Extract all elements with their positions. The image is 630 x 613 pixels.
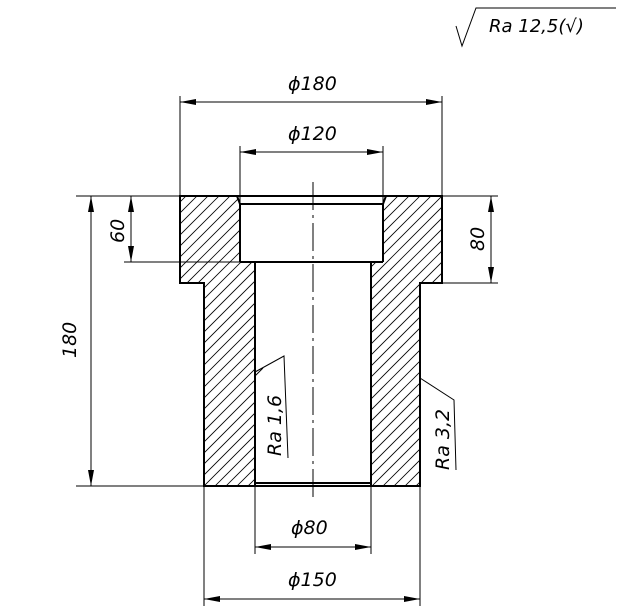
dim-overall-height-text: 180 <box>59 322 81 358</box>
hatch-line <box>180 196 255 486</box>
hatch-line <box>371 196 442 486</box>
dim-counterbore-depth-text: 60 <box>107 219 129 243</box>
hatch-line <box>428 196 442 486</box>
dim-bore: ϕ80 <box>254 486 372 554</box>
dim-counterbore-depth: 60 <box>107 195 240 263</box>
hatch-line <box>371 196 442 486</box>
dim-outer-top-text: ϕ180 <box>288 73 337 95</box>
dim-overall-height: 180 <box>59 195 204 487</box>
dim-outer-top: ϕ180 <box>179 73 443 196</box>
hatch-line <box>371 196 442 486</box>
hatch-line <box>180 196 255 486</box>
hatch-line <box>180 196 248 486</box>
dim-flange-height: 80 <box>420 195 498 284</box>
general-roughness-text: Ra 12,5(√) <box>489 16 584 37</box>
dim-bore-text: ϕ80 <box>291 517 328 539</box>
dim-bore-top-text: ϕ120 <box>288 123 337 145</box>
dim-outer-lower-text: ϕ150 <box>288 569 337 591</box>
hatch-line <box>180 196 237 486</box>
roughness-bore-text: Ra 1,6 <box>264 395 286 456</box>
hatch-line <box>180 196 255 486</box>
hatch-line <box>180 196 255 486</box>
hatch-line <box>180 196 255 486</box>
roughness-bore: Ra 1,6 <box>254 355 289 459</box>
section-hatching <box>0 190 442 495</box>
roughness-outer: Ra 3,2 <box>419 377 457 471</box>
hatch-line <box>371 196 442 486</box>
hatch-line <box>205 196 255 486</box>
hatch-line <box>371 196 442 486</box>
hatch-line <box>371 196 442 486</box>
hatch-line <box>371 196 442 486</box>
hatch-line <box>180 196 255 486</box>
dim-outer-lower: ϕ150 <box>203 486 421 606</box>
hatch-line <box>180 196 255 486</box>
hatch-line <box>180 196 255 486</box>
hatch-line <box>371 196 442 486</box>
hatch-line <box>371 196 442 486</box>
hatch-line <box>183 196 255 486</box>
hatch-line <box>384 196 442 486</box>
hatch-line <box>180 196 255 486</box>
hatch-line <box>180 196 255 486</box>
roughness-outer-text: Ra 3,2 <box>432 409 454 470</box>
hatch-line <box>180 196 193 486</box>
hatch-line <box>373 196 442 486</box>
hatch-line <box>371 196 442 486</box>
hatch-line <box>180 196 255 486</box>
hatch-line <box>180 196 255 486</box>
hatch-line <box>194 196 255 486</box>
hatch-line <box>371 196 442 486</box>
hatch-line <box>371 196 442 486</box>
hatch-line <box>371 196 442 486</box>
dim-bore-top: ϕ120 <box>239 123 384 204</box>
hatch-line <box>371 196 442 486</box>
hatch-line <box>180 196 255 486</box>
hatch-line <box>180 196 255 486</box>
hatch-line <box>180 196 255 486</box>
dim-flange-height-text: 80 <box>467 227 489 251</box>
hatch-line <box>180 196 204 486</box>
hatch-line <box>371 196 438 486</box>
hatch-line <box>0 190 170 495</box>
general-roughness-symbol: Ra 12,5(√) <box>455 7 616 48</box>
hatch-line <box>371 196 442 486</box>
hatch-line <box>371 196 416 486</box>
hatch-line <box>371 196 442 486</box>
